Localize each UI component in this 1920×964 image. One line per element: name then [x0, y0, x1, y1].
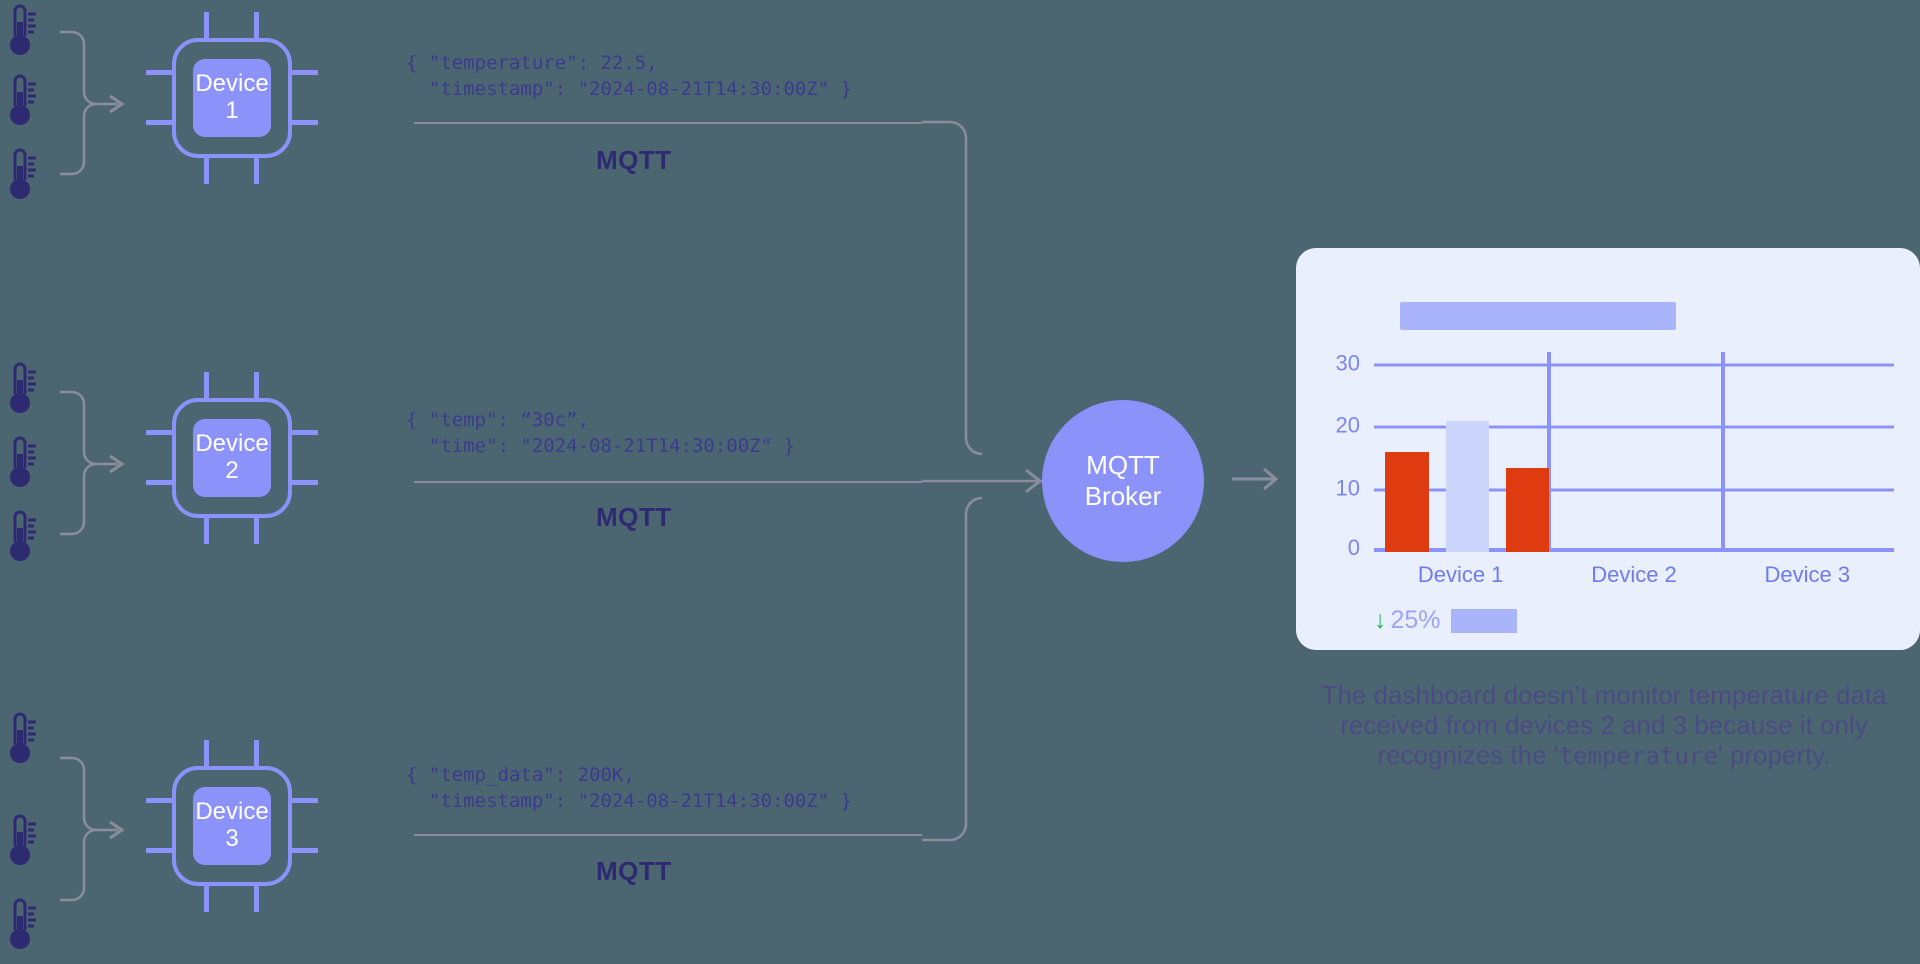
gridline-30: 30 [1336, 350, 1894, 375]
mqtt-link-line-device-2 [414, 481, 922, 483]
chip-pin [204, 514, 209, 544]
chip-pin [204, 154, 209, 184]
chip-outline [172, 38, 292, 158]
thermometer-icon [2, 896, 38, 952]
x-tick-device-2: Device 2 [1591, 562, 1677, 587]
x-tick-device-1: Device 1 [1417, 562, 1504, 587]
bar-device-1-series-b[interactable] [1445, 420, 1489, 552]
chip-icon-device-2[interactable]: Device 2 [146, 372, 318, 544]
chip-pin [146, 798, 176, 803]
delta-indicator: ↓ 25% [1374, 606, 1517, 635]
chip-pin [254, 882, 259, 912]
chip-pin [288, 430, 318, 435]
thermometer-icon [2, 508, 38, 564]
arrow-down-icon: ↓ [1374, 606, 1387, 634]
chip-pin [146, 848, 176, 853]
axis-baseline: 0 [1348, 535, 1894, 560]
sensor-merge-brace [52, 382, 132, 557]
chip-pin [288, 120, 318, 125]
thermometer-icon [2, 434, 38, 490]
chip-pin [146, 120, 176, 125]
bar-device-1-series-c[interactable] [1506, 467, 1550, 552]
bar-chart: 30 20 10 0 Device 1 Device 2 Device 3 [1336, 350, 1894, 587]
protocol-label-device-2: MQTT [596, 502, 672, 532]
category-divider-2 [1720, 352, 1725, 552]
thermometer-icon [2, 710, 38, 766]
chip-pin [146, 70, 176, 75]
broker-title-line1: MQTT [1086, 449, 1160, 480]
caption: The dashboard doesn’t monitor temperatur… [1284, 680, 1920, 771]
delta-value: 25% [1390, 606, 1441, 634]
thermometer-icon [2, 812, 38, 868]
sensor-merge-brace [52, 22, 132, 197]
chip-outline [172, 766, 292, 886]
payload-json-device-1: { "temperature": 22.5, "timestamp": "202… [406, 52, 853, 100]
mqtt-link-line-device-3 [414, 834, 922, 836]
chip-pin [254, 740, 259, 770]
chip-pin [204, 882, 209, 912]
mqtt-link-line-device-1 [414, 122, 922, 124]
y-tick-10: 10 [1335, 475, 1360, 500]
caption-part1: The dashboard doesn’t monitor temperatur… [1321, 680, 1887, 770]
caption-part2: ' property. [1717, 740, 1831, 770]
bar-device-1-series-a[interactable] [1385, 452, 1429, 552]
x-tick-device-3: Device 3 [1764, 562, 1851, 587]
sensor-merge-brace [52, 748, 132, 923]
chip-pin [146, 430, 176, 435]
chip-icon-device-1[interactable]: Device 1 [146, 12, 318, 184]
thermometer-icon [2, 146, 38, 202]
y-tick-30: 30 [1335, 350, 1360, 375]
delta-bar-placeholder [1450, 608, 1517, 633]
chip-pin [254, 372, 259, 402]
chip-pin [288, 480, 318, 485]
payload-json-device-2: { "temp": “30c”, "time": "2024-08-21T14:… [406, 409, 795, 457]
chip-pin [254, 514, 259, 544]
chip-outline [172, 398, 292, 518]
chip-icon-device-3[interactable]: Device 3 [146, 740, 318, 912]
device-label: Device 3 [193, 787, 271, 865]
category-divider-1 [1547, 352, 1552, 552]
broker-title-line2: Broker [1084, 481, 1162, 511]
chip-pin [254, 154, 259, 184]
caption-code: temperature [1558, 742, 1718, 770]
mqtt-broker-node[interactable]: MQTT Broker [1042, 400, 1204, 562]
dashboard-card[interactable]: 30 20 10 0 Device 1 Device 2 Device 3 [1296, 248, 1920, 650]
chip-pin [288, 798, 318, 803]
chip-pin [254, 12, 259, 42]
chip-pin [204, 372, 209, 402]
protocol-label-device-3: MQTT [596, 856, 672, 886]
thermometer-icon [2, 360, 38, 416]
gridline-10: 10 [1336, 475, 1894, 500]
y-tick-0: 0 [1347, 535, 1360, 560]
thermometer-icon [2, 72, 38, 128]
device-label: Device 2 [193, 419, 271, 497]
payload-json-device-3: { "temp_data": 200K, "timestamp": "2024-… [406, 764, 853, 812]
dashboard-title-placeholder [1400, 302, 1676, 330]
chip-pin [146, 480, 176, 485]
broker-merge-path [840, 80, 1060, 885]
protocol-label-device-1: MQTT [596, 145, 672, 175]
arrow-right-icon [1232, 466, 1284, 497]
chip-pin [288, 848, 318, 853]
device-label: Device 1 [193, 59, 271, 137]
thermometer-icon [2, 2, 38, 58]
chip-pin [204, 740, 209, 770]
y-tick-20: 20 [1335, 412, 1360, 438]
gridline-20: 20 [1336, 413, 1894, 438]
chip-pin [288, 70, 318, 75]
chip-pin [204, 12, 209, 42]
